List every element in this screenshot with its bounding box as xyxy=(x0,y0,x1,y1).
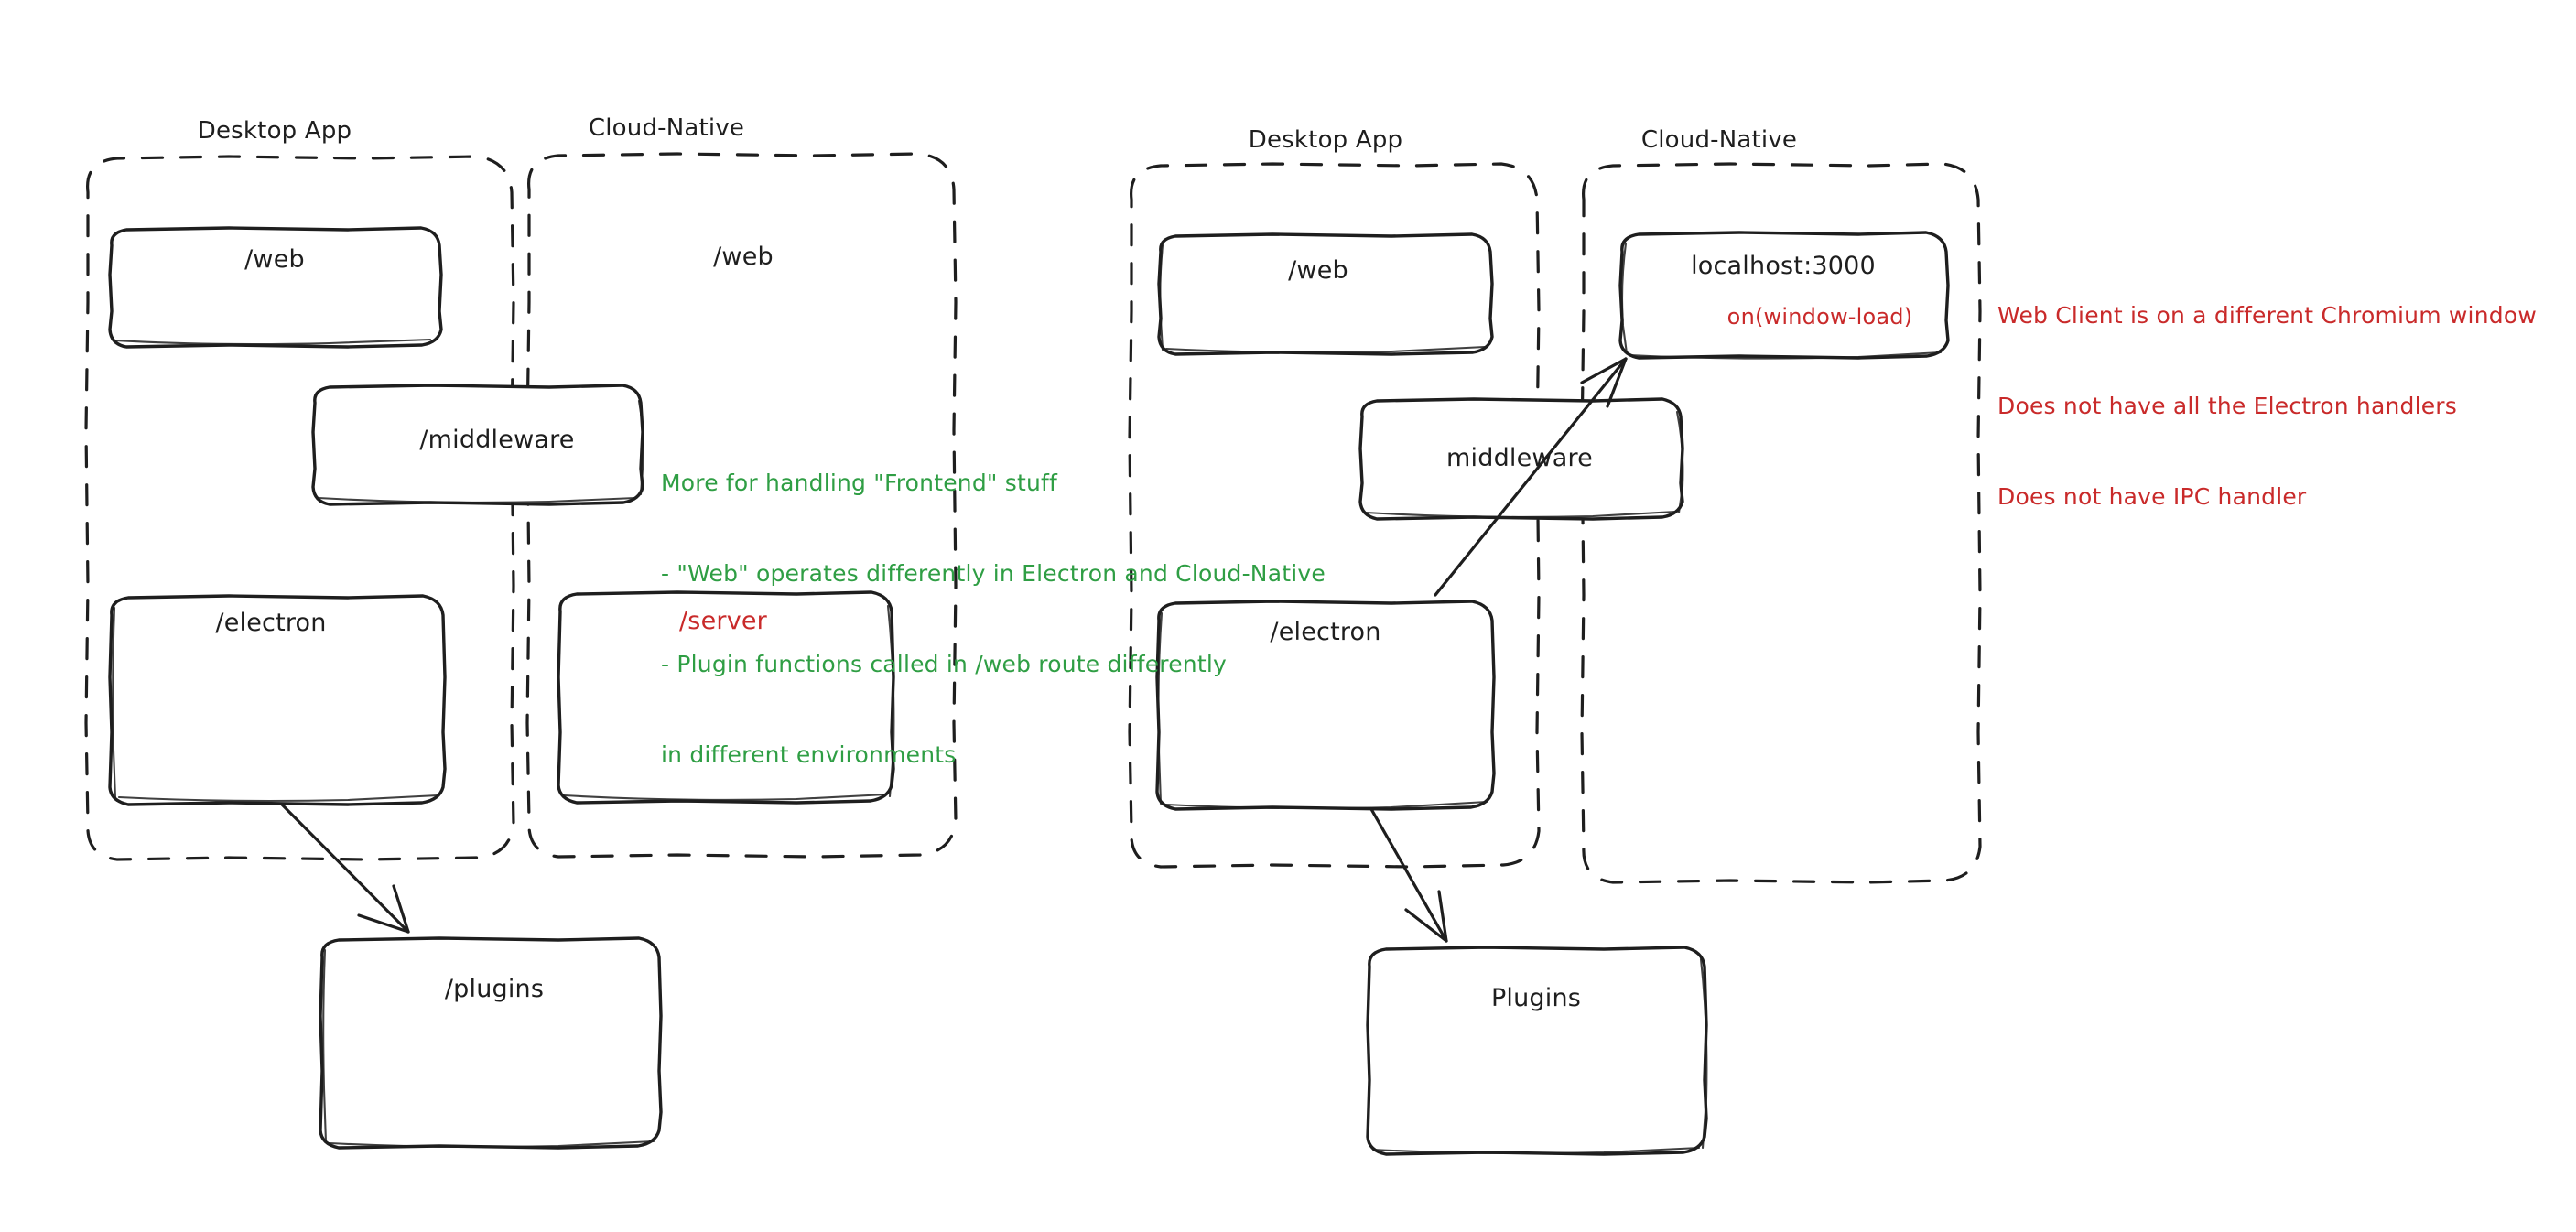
node-shape-right-electron xyxy=(1155,600,1496,811)
annotation-green-line-4: in different environments xyxy=(661,741,957,768)
node-label-right-plugins: Plugins xyxy=(1490,984,1582,1012)
annotation-green-note: More for handling "Frontend" stuff - "We… xyxy=(661,407,1326,830)
group-outline-left-desktop-app xyxy=(84,155,515,861)
node-shape-left-web xyxy=(108,226,443,349)
annotation-green-line-1: More for handling "Frontend" stuff xyxy=(661,470,1058,496)
node-shape-left-middleware xyxy=(311,384,644,506)
group-title-left-desktop-app: Desktop App xyxy=(197,117,352,145)
node-label-right-web: /web xyxy=(1288,256,1348,285)
node-shape-right-plugins xyxy=(1366,946,1708,1156)
annotation-red-line-1: Web Client is on a different Chromium wi… xyxy=(1997,302,2537,329)
node-label-left-plugins: /plugins xyxy=(444,975,545,1003)
node-shape-left-plugins xyxy=(319,936,663,1150)
node-label-left-cloud-web: /web xyxy=(713,243,774,271)
group-title-left-cloud-native: Cloud-Native xyxy=(588,114,745,142)
node-label-left-electron: /electron xyxy=(215,609,327,637)
node-shape-left-electron xyxy=(108,594,447,806)
node-sublabel-right-localhost: on(window-load) xyxy=(1726,304,1913,330)
group-outline-left-cloud-native xyxy=(525,152,958,859)
group-title-right-cloud-native: Cloud-Native xyxy=(1640,126,1798,154)
annotation-red-line-3: Does not have IPC handler xyxy=(1997,483,2307,510)
arrow-right-electron-to-localhost xyxy=(1434,357,1628,597)
annotation-red-line-2: Does not have all the Electron handlers xyxy=(1997,393,2458,419)
group-outline-right-desktop-app xyxy=(1128,162,1541,869)
node-shape-right-middleware xyxy=(1358,397,1684,521)
arrow-left-electron-to-plugins xyxy=(280,803,410,934)
node-shape-right-web xyxy=(1157,232,1494,356)
node-shape-left-server xyxy=(557,590,895,805)
node-label-left-middleware: /middleware xyxy=(419,426,575,454)
node-label-right-middleware: middleware xyxy=(1446,444,1593,472)
node-label-right-localhost: localhost:3000 xyxy=(1691,252,1876,280)
annotation-green-line-3: - Plugin functions called in /web route … xyxy=(661,651,1227,677)
node-shape-right-localhost xyxy=(1618,231,1950,360)
annotation-red-note: Web Client is on a different Chromium wi… xyxy=(1997,240,2537,572)
arrow-right-electron-to-plugins xyxy=(1369,807,1448,943)
node-label-left-server: /server xyxy=(679,607,767,635)
group-title-right-desktop-app: Desktop App xyxy=(1248,126,1403,154)
group-outline-right-cloud-native xyxy=(1580,162,1982,884)
node-label-left-web: /web xyxy=(244,245,305,274)
node-label-right-electron: /electron xyxy=(1270,618,1381,646)
annotation-green-line-2: - "Web" operates differently in Electron… xyxy=(661,560,1326,587)
